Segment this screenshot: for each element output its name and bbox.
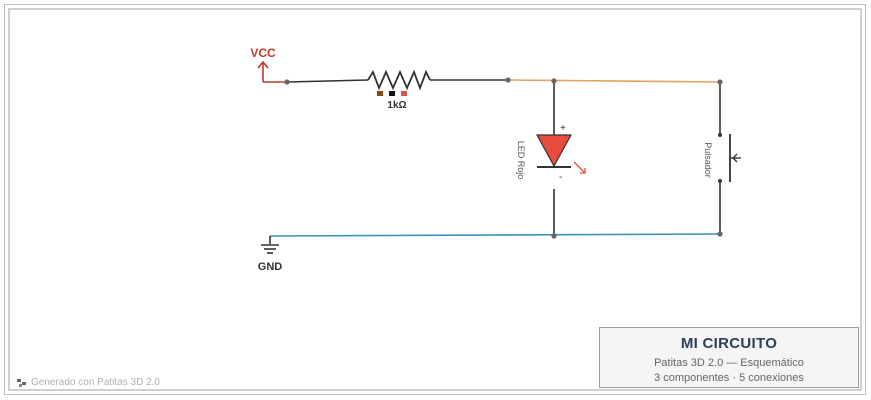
wire-top-orange[interactable] xyxy=(507,79,721,83)
circuit-stats: 3 componentes · 5 conexiones xyxy=(654,372,804,384)
vcc-symbol[interactable]: VCC xyxy=(250,46,287,83)
gnd-symbol[interactable]: GND xyxy=(258,236,283,273)
led-minus: - xyxy=(559,172,562,183)
resistor-band-red xyxy=(401,91,407,96)
button-actuator-arrow xyxy=(732,153,738,163)
resistor-band-brown xyxy=(377,91,383,96)
led-label: LED Rojo xyxy=(516,141,526,180)
footer-text: Generado con Patitas 3D 2.0 xyxy=(31,377,160,388)
led[interactable]: + - LED Rojo xyxy=(516,123,586,183)
outer-frame xyxy=(4,4,866,395)
node-button-top[interactable] xyxy=(717,79,723,85)
button-label: Pulsador xyxy=(703,142,713,178)
led-light-arrowhead xyxy=(580,168,586,174)
button-contact-bottom xyxy=(718,179,722,183)
led-light-arrow xyxy=(573,161,586,174)
patitas-logo-icon xyxy=(17,378,26,387)
inner-frame xyxy=(8,8,862,391)
wire-vcc-resistor[interactable] xyxy=(286,79,369,83)
title-block: MI CIRCUITO Patitas 3D 2.0 — Esquemático… xyxy=(599,327,859,388)
vcc-label: VCC xyxy=(250,46,276,60)
resistor-zigzag xyxy=(367,69,431,91)
vcc-arrow-head xyxy=(257,60,269,69)
led-plus: + xyxy=(560,123,566,134)
push-button[interactable]: Pulsador xyxy=(703,133,741,183)
wire-ground-blue[interactable] xyxy=(269,233,721,237)
circuit-subtitle: Patitas 3D 2.0 — Esquemático xyxy=(654,357,804,369)
footer: Generado con Patitas 3D 2.0 xyxy=(17,377,160,388)
node-vcc[interactable] xyxy=(284,79,290,85)
node-led-top[interactable] xyxy=(551,78,557,84)
gnd-label: GND xyxy=(258,261,283,273)
resistor-band-black xyxy=(389,91,395,96)
resistor-label: 1kΩ xyxy=(387,100,406,111)
resistor[interactable]: 1kΩ xyxy=(367,69,431,111)
node-led-bottom[interactable] xyxy=(551,233,557,239)
node-resistor-out[interactable] xyxy=(505,77,511,83)
circuit-title: MI CIRCUITO xyxy=(680,335,778,352)
node-button-bottom[interactable] xyxy=(717,231,723,237)
led-triangle xyxy=(535,134,573,168)
button-contact-top xyxy=(718,133,722,137)
